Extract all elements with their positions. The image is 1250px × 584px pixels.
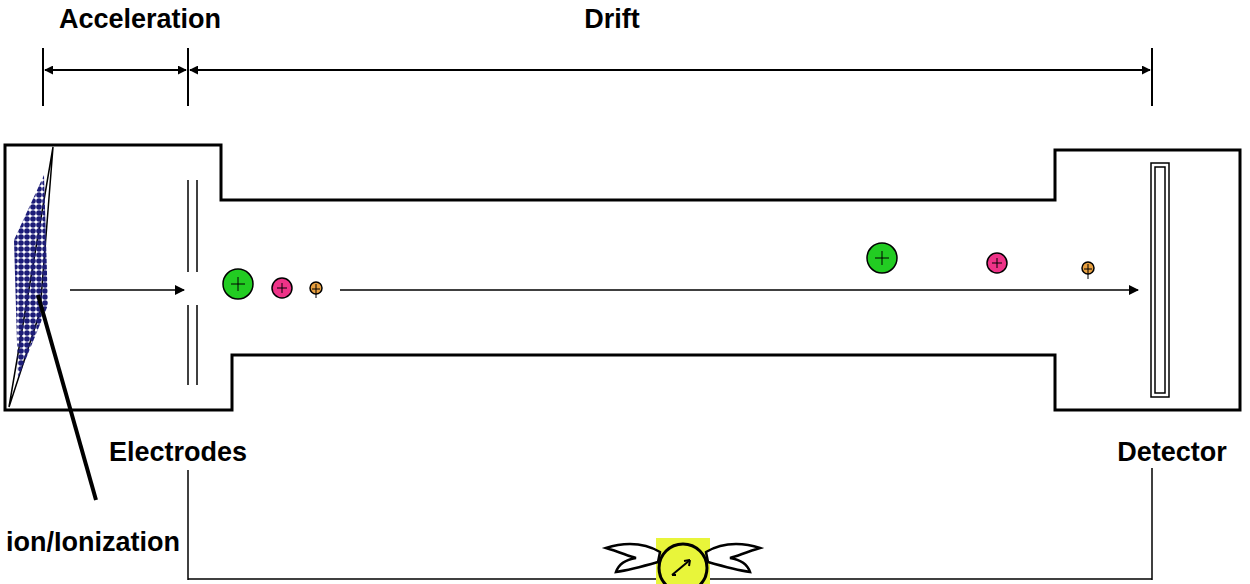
part-label: ion/Ionization xyxy=(4,528,182,558)
part-label: Electrodes xyxy=(107,438,249,468)
detector-plate xyxy=(1151,163,1169,397)
dimension-lines xyxy=(43,48,1152,106)
ions-start xyxy=(223,269,322,299)
dimension-label: Drift xyxy=(582,5,642,35)
acceleration-arrow xyxy=(70,289,184,291)
drift-arrow xyxy=(340,289,1138,291)
electrode-plates xyxy=(188,180,197,385)
part-label: Detector xyxy=(1115,438,1229,468)
sample-matrix xyxy=(14,175,48,378)
leader-line xyxy=(38,295,96,500)
sample-plate xyxy=(9,147,53,407)
dimension-label: Acceleration xyxy=(57,5,223,35)
timer-clock-icon xyxy=(606,538,760,584)
ions-separated xyxy=(867,243,1094,279)
flight-tube xyxy=(5,145,1240,410)
